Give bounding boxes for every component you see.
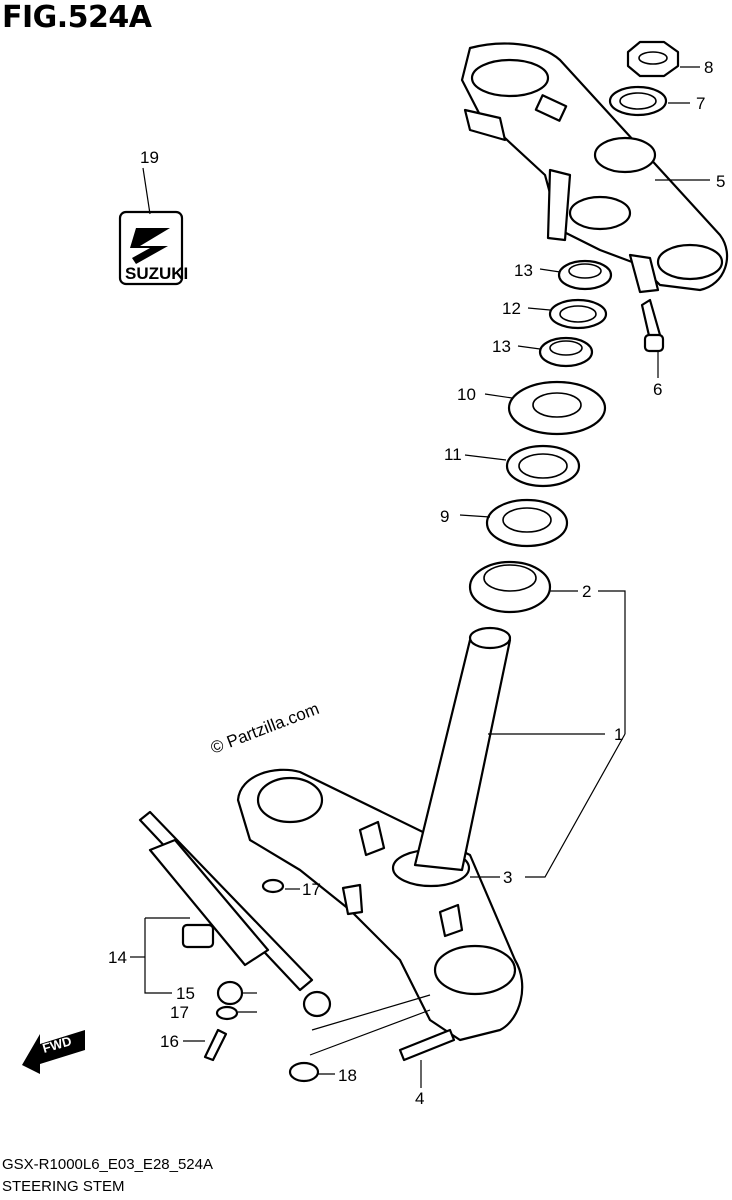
washer-7 (608, 85, 668, 117)
callout-17b: 17 (170, 1003, 189, 1022)
callout-7: 7 (696, 94, 705, 113)
badge-text: SUZUKI (125, 264, 188, 283)
bolt-16 (203, 1028, 228, 1062)
bolt-4 (398, 1028, 456, 1062)
bearing-9 (485, 498, 569, 548)
steering-damper-14 (138, 810, 332, 1018)
bearing-2 (468, 560, 552, 614)
nut-8 (626, 40, 680, 78)
leader-lines (130, 66, 710, 1088)
washer-17-lower (215, 1005, 239, 1021)
lock-nut-13-upper (557, 259, 613, 291)
callout-13b: 13 (492, 337, 511, 356)
callout-10: 10 (457, 385, 476, 404)
washer-11 (505, 444, 581, 488)
lock-washer-12 (548, 298, 608, 330)
callout-19: 19 (140, 148, 159, 167)
washer-17-upper (261, 878, 285, 894)
dust-seal-10 (507, 380, 607, 436)
callout-14: 14 (108, 948, 127, 967)
steering-stem (236, 626, 524, 1042)
callout-15: 15 (176, 984, 195, 1003)
callout-16: 16 (160, 1032, 179, 1051)
callout-12: 12 (502, 299, 521, 318)
figure-title: FIG.524A (2, 0, 152, 35)
callout-17a: 17 (302, 880, 321, 899)
callout-1: 1 (614, 725, 623, 744)
bolt-6 (640, 298, 665, 353)
callout-18: 18 (338, 1066, 357, 1085)
callout-9: 9 (440, 507, 449, 526)
callout-8: 8 (704, 58, 713, 77)
fwd-arrow-icon: FWD (22, 1030, 85, 1074)
callout-2: 2 (582, 582, 591, 601)
upper-bracket (460, 42, 729, 294)
callout-labels: 1 2 3 4 5 6 7 8 9 10 11 12 13 13 14 15 1… (108, 58, 725, 1108)
callout-4: 4 (415, 1089, 424, 1108)
figure-name: STEERING STEM (2, 1178, 125, 1195)
lock-nut-13-lower (538, 336, 594, 368)
callout-5: 5 (716, 172, 725, 191)
callout-13a: 13 (514, 261, 533, 280)
suzuki-emblem-19: SUZUKI (118, 210, 188, 286)
figure-code: GSX-R1000L6_E03_E28_524A (2, 1156, 213, 1173)
callout-11: 11 (444, 445, 462, 464)
callout-6: 6 (653, 380, 662, 399)
damper-bracket-18 (288, 1061, 320, 1083)
collar-15 (216, 980, 244, 1006)
callout-3: 3 (503, 868, 512, 887)
